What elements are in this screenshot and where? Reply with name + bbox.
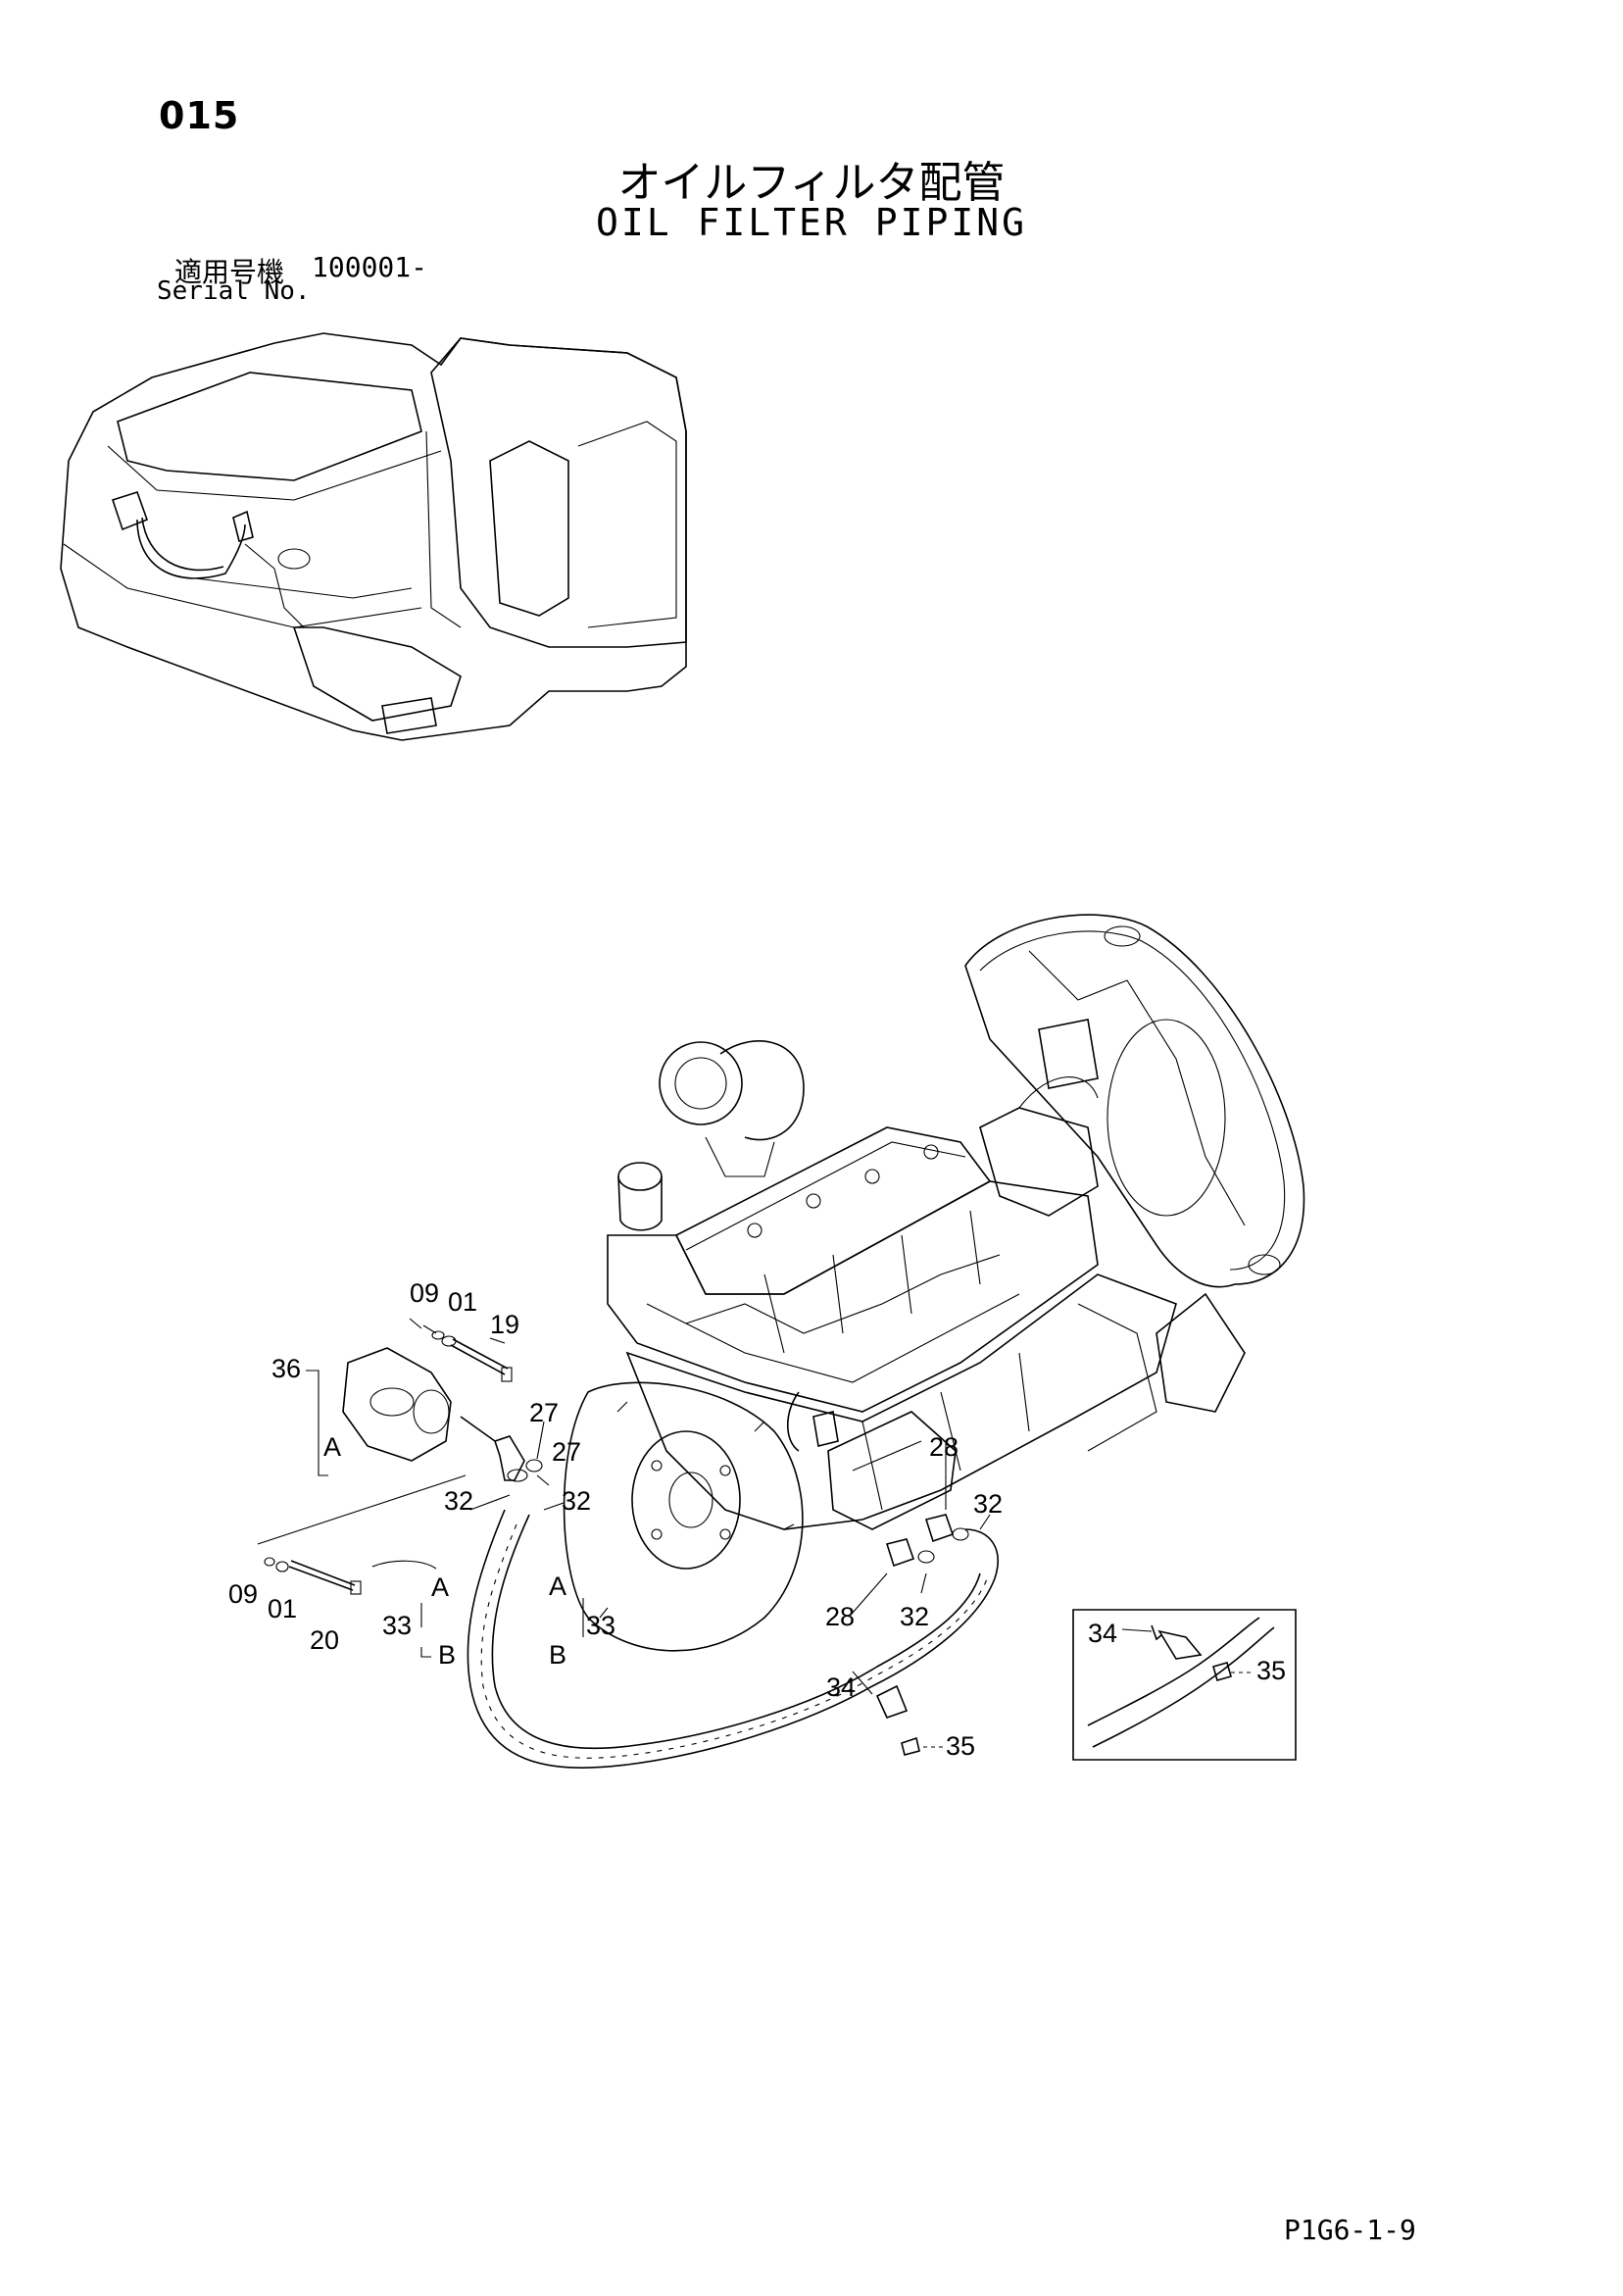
callout-32-bottom: 32 bbox=[900, 1602, 929, 1631]
callout-28-right: 28 bbox=[929, 1432, 959, 1462]
callout-27-top: 27 bbox=[529, 1398, 559, 1427]
serial-label-english: Serial No. bbox=[157, 276, 311, 306]
callout-a-hose-right: A bbox=[549, 1572, 566, 1601]
drawing-code: P1G6-1-9 bbox=[1284, 2214, 1416, 2246]
detail-inset bbox=[1072, 1609, 1297, 1761]
reference-lines bbox=[257, 1318, 991, 1748]
serial-value: 100001- bbox=[312, 251, 428, 283]
callout-36: 36 bbox=[271, 1354, 301, 1383]
callout-b-right: B bbox=[549, 1640, 566, 1670]
title-english: OIL FILTER PIPING bbox=[596, 201, 1027, 244]
callout-33-left: 33 bbox=[382, 1611, 412, 1640]
callout-01-bottom: 01 bbox=[268, 1594, 297, 1623]
title-japanese: オイルフィルタ配管 bbox=[617, 158, 1006, 208]
callout-35-detail: 35 bbox=[1256, 1656, 1286, 1685]
callout-34-detail: 34 bbox=[1088, 1619, 1117, 1648]
engine-assembly-illustration bbox=[563, 914, 1305, 1652]
callout-33-right: 33 bbox=[586, 1611, 615, 1640]
callout-a-hose-left: A bbox=[431, 1572, 449, 1602]
serial-label-japanese: 適用号機 bbox=[174, 256, 285, 288]
callout-35: 35 bbox=[946, 1731, 975, 1761]
callout-32-center: 32 bbox=[562, 1486, 591, 1516]
callout-01-top: 01 bbox=[448, 1287, 477, 1317]
callout-labels: 09 01 19 36 A 27 27 28 32 32 32 09 01 20… bbox=[228, 1278, 1286, 1761]
callout-27-bottom: 27 bbox=[552, 1437, 581, 1467]
callout-32-right: 32 bbox=[973, 1489, 1003, 1519]
machine-overview-illustration bbox=[60, 332, 687, 741]
callout-b-left: B bbox=[438, 1640, 456, 1670]
page-number: 015 bbox=[159, 94, 240, 137]
callout-a-filter: A bbox=[323, 1432, 341, 1462]
callout-09-top: 09 bbox=[410, 1278, 439, 1308]
callout-28-left: 28 bbox=[825, 1602, 855, 1631]
callout-32-left: 32 bbox=[444, 1486, 473, 1516]
callout-34: 34 bbox=[826, 1672, 856, 1702]
oil-filter-parts bbox=[264, 1330, 969, 1595]
callout-20: 20 bbox=[310, 1625, 339, 1655]
callout-19: 19 bbox=[490, 1310, 519, 1339]
oil-hoses bbox=[467, 1509, 999, 1769]
callout-09-bottom: 09 bbox=[228, 1579, 258, 1609]
